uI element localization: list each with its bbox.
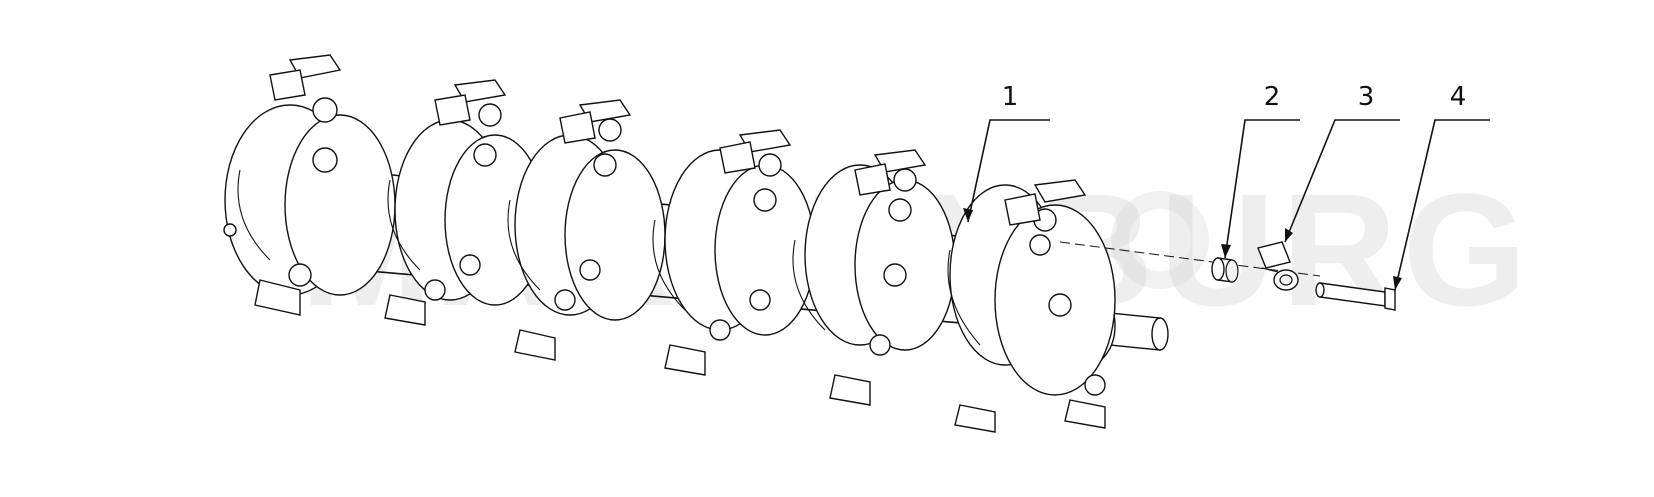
callout-2-label: 2: [1264, 82, 1281, 112]
flange-disc-3: [507, 99, 666, 361]
part-4-bolt: [1315, 282, 1396, 311]
part-2-bushing: [1211, 257, 1239, 283]
alignment-line: [1059, 241, 1321, 277]
callout-2: 2: [1221, 82, 1300, 259]
flange-disc-5: [792, 149, 956, 406]
callout-3: 3: [1284, 82, 1400, 243]
flange-disc-6: [947, 179, 1116, 433]
callout-4: 4: [1393, 82, 1490, 291]
callout-4-label: 4: [1450, 82, 1467, 112]
callout-1-label: 1: [1002, 82, 1019, 112]
callout-3-label: 3: [1358, 82, 1375, 112]
flange-disc-1: [223, 54, 396, 316]
watermark-gear-icon: [1111, 191, 1209, 289]
flange-disc-4: [652, 129, 816, 376]
part-3-clamp: [1257, 241, 1299, 291]
callout-1: 1: [963, 82, 1050, 223]
